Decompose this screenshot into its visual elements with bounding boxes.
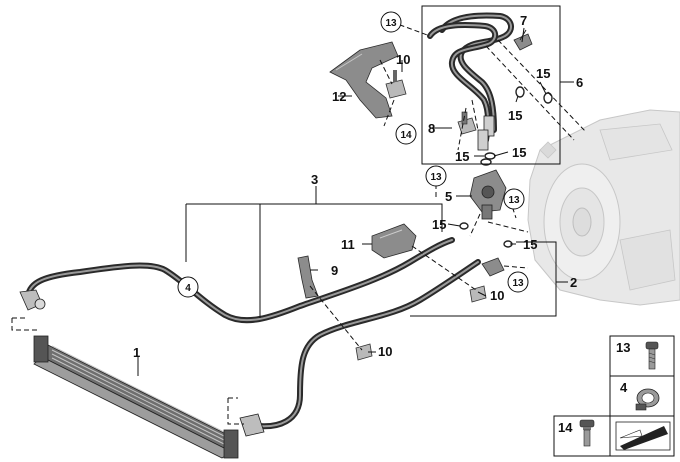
- label-15-b: 15: [508, 108, 522, 123]
- transmission-pipes-6: [427, 12, 514, 151]
- clip-10-lower: [355, 343, 373, 361]
- oil-cooler-line-2: [239, 259, 481, 437]
- oil-cooler: [33, 335, 239, 459]
- label-15-d: 15: [512, 145, 526, 160]
- legend-label-4: 4: [620, 380, 628, 395]
- label-8: 8: [428, 121, 435, 136]
- bolt-icon: [645, 341, 659, 370]
- bracket-9: [297, 255, 319, 299]
- oil-cooler-line-4: [19, 237, 455, 324]
- label-15-c: 15: [455, 149, 469, 164]
- flange-bolt-icon: [579, 419, 595, 447]
- label-5: 5: [445, 189, 452, 204]
- circle-label-13-b: 13: [430, 172, 442, 183]
- label-15-e: 15: [432, 217, 446, 232]
- label-10-middle: 10: [490, 288, 504, 303]
- bracket-12: [329, 41, 399, 119]
- label-10-upper: 10: [396, 52, 410, 67]
- circle-label-4: 4: [185, 283, 191, 294]
- label-15-f: 15: [523, 237, 537, 252]
- clip-10-middle: [469, 285, 487, 303]
- clip-10-upper: [385, 70, 407, 99]
- hardware-legend: 13 4 14: [553, 335, 675, 457]
- legend-label-14: 14: [558, 420, 573, 435]
- circle-label-13-c: 13: [508, 195, 520, 206]
- hose-clamp-icon: [635, 388, 660, 411]
- label-7: 7: [520, 13, 527, 28]
- label-3: 3: [311, 172, 318, 187]
- label-11: 11: [341, 237, 355, 252]
- label-10-lower: 10: [378, 344, 392, 359]
- circle-label-13-a: 13: [385, 18, 397, 29]
- legend-label-13: 13: [616, 340, 630, 355]
- label-15-a: 15: [536, 66, 550, 81]
- label-2: 2: [570, 275, 577, 290]
- arrow-symbol-icon: [615, 421, 671, 451]
- label-9: 9: [331, 263, 338, 278]
- label-1: 1: [133, 345, 140, 360]
- label-6: 6: [576, 75, 583, 90]
- bracket-8: [457, 111, 477, 135]
- circled-labels: 13 14 13 13 13 4: [177, 11, 529, 298]
- label-12: 12: [332, 89, 346, 104]
- bracket-11: [371, 223, 417, 259]
- transmission-housing: [527, 109, 680, 306]
- part-labels: 1 2 3 5 6 7 8 9 10 10 10 11 12 15 15 15 …: [133, 13, 583, 360]
- circle-label-14: 14: [400, 130, 412, 141]
- bracket-line-2: [481, 257, 505, 277]
- valve-block-5: [469, 169, 507, 220]
- circle-label-13-d: 13: [512, 278, 524, 289]
- group-frames: [11, 5, 587, 425]
